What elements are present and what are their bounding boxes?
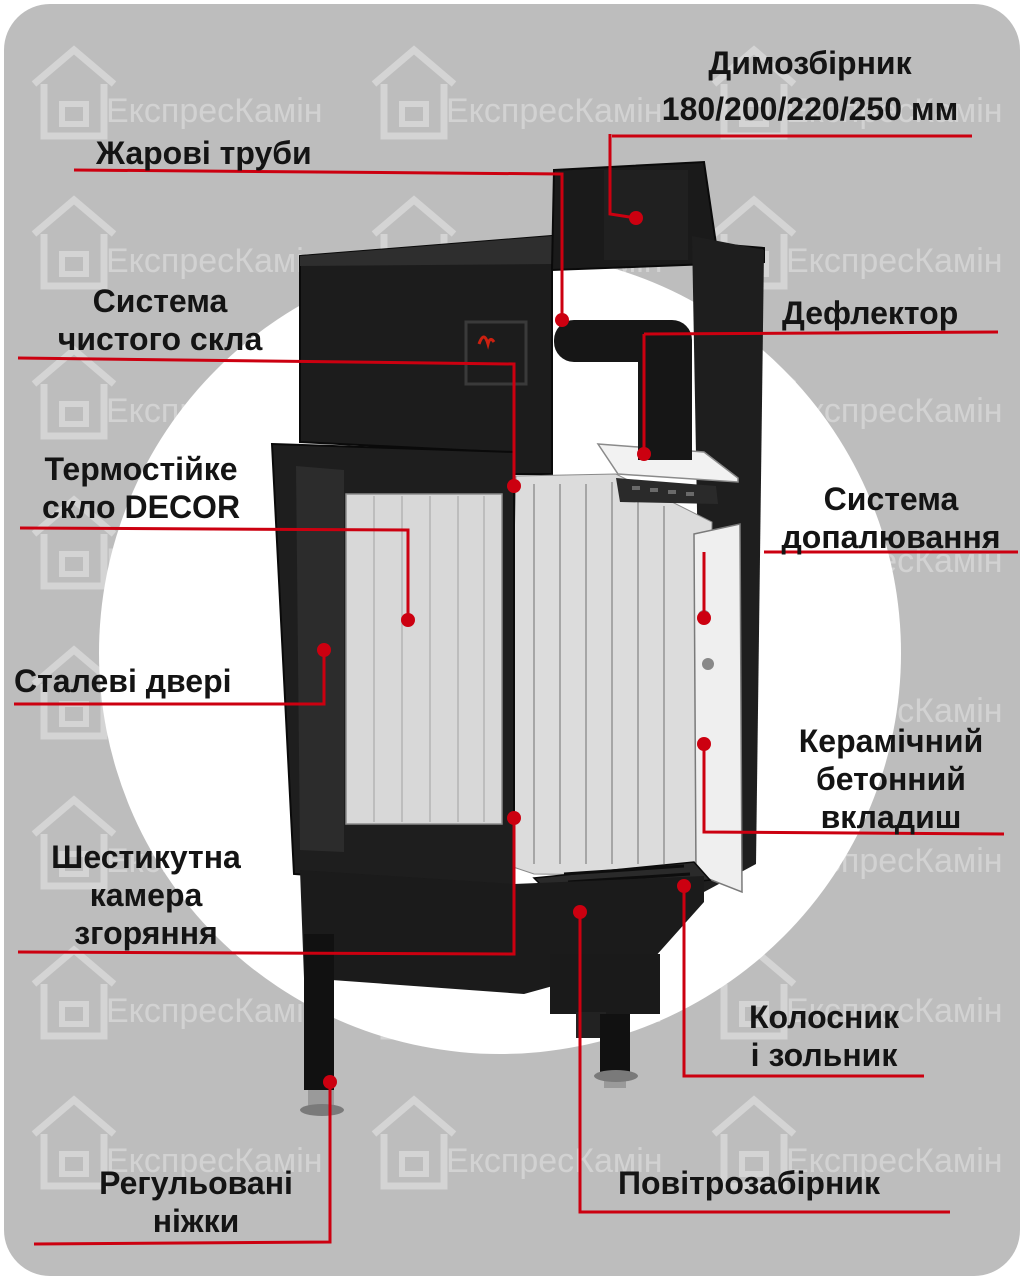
label-afterburn-line2: допалювання — [781, 519, 1001, 555]
label-grate-line1: Колосник — [748, 999, 900, 1035]
label-fire-tubes: Жарові труби — [96, 135, 312, 171]
label-ceramic-line1: Керамічний — [798, 723, 984, 759]
leader-dots — [317, 211, 711, 1089]
leg-right — [600, 1014, 630, 1074]
label-deflector: Дефлектор — [782, 295, 959, 331]
label-steel-door: Сталеві двері — [14, 663, 232, 699]
label-legs-line1: Регульовані — [99, 1165, 293, 1201]
air-intake — [550, 954, 660, 1014]
label-chamber-line1: Шестикутна — [51, 839, 241, 875]
label-heat-glass-line2: скло DECOR — [41, 489, 241, 525]
label-ceramic-line3: вкладиш — [820, 799, 962, 835]
label-air-intake: Повітрозабірник — [618, 1165, 880, 1201]
label-afterburn: Система допалювання — [756, 480, 1020, 556]
afterburn-panel — [616, 478, 718, 504]
label-legs-line2: ніжки — [152, 1203, 240, 1239]
hood-logo — [464, 320, 528, 386]
fireplace-illustration — [14, 134, 1018, 1246]
door-glass — [345, 493, 503, 825]
label-afterburn-line1: Система — [823, 481, 959, 517]
leader-lines — [14, 134, 1018, 1246]
label-heat-glass-line1: Термостійке — [44, 451, 238, 487]
label-ceramic: Керамічний бетонний вкладиш — [772, 722, 1010, 836]
label-clean-glass-line1: Система — [92, 283, 228, 319]
combustion-chamber — [503, 473, 713, 877]
label-heat-glass: Термостійке скло DECOR — [18, 450, 264, 526]
label-clean-glass-line2: чистого скла — [57, 321, 263, 357]
label-clean-glass: Система чистого скла — [34, 282, 286, 358]
label-flue-collar-line1: Димозбірник — [708, 45, 912, 81]
label-grate: Колосник і зольник — [724, 998, 924, 1074]
label-flue-collar: Димозбірник 180/200/220/250 мм — [640, 44, 980, 128]
label-flue-collar-line2: 180/200/220/250 мм — [661, 91, 959, 127]
ceramic-side-panel — [693, 523, 743, 894]
label-grate-line2: і зольник — [750, 1037, 898, 1073]
label-chamber: Шестикутна камера згоряння — [26, 838, 266, 952]
label-ceramic-line2: бетонний — [816, 761, 966, 797]
label-legs: Регульовані ніжки — [76, 1164, 316, 1240]
label-chamber-line3: згоряння — [74, 915, 218, 951]
leg-left — [304, 934, 334, 1090]
label-chamber-line2: камера — [89, 877, 203, 913]
chamber-ribs — [533, 482, 665, 864]
